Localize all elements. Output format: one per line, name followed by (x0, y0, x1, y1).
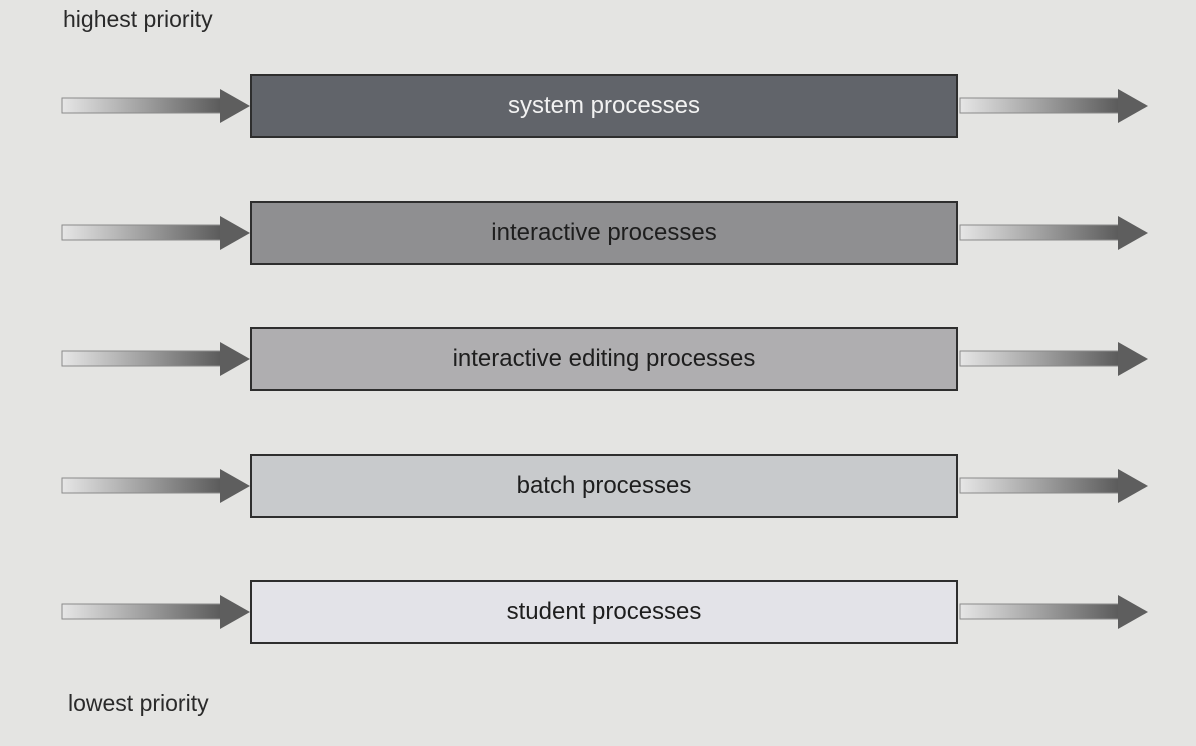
output-arrow-icon (958, 467, 1148, 510)
input-arrow-icon (60, 340, 250, 383)
queue-row: student processes (0, 580, 1196, 644)
queue-label: interactive processes (491, 219, 717, 246)
queue-row: interactive processes (0, 201, 1196, 265)
queue-row: batch processes (0, 454, 1196, 518)
lowest-priority-label: lowest priority (68, 690, 209, 716)
output-arrow-icon (958, 340, 1148, 383)
output-arrow-icon (958, 214, 1148, 257)
queue-box: batch processes (250, 454, 958, 518)
queue-box: system processes (250, 74, 958, 138)
queue-box: student processes (250, 580, 958, 644)
queue-row: interactive editing processes (0, 327, 1196, 391)
queue-label: interactive editing processes (452, 345, 756, 372)
queue-box: interactive processes (250, 201, 958, 265)
queue-box: interactive editing processes (250, 327, 958, 391)
queue-label: system processes (507, 92, 701, 119)
input-arrow-icon (60, 87, 250, 130)
output-arrow-icon (958, 593, 1148, 636)
input-arrow-icon (60, 467, 250, 510)
output-arrow-icon (958, 87, 1148, 130)
queue-label: batch processes (516, 472, 692, 499)
highest-priority-label: highest priority (63, 6, 213, 32)
input-arrow-icon (60, 593, 250, 636)
input-arrow-icon (60, 214, 250, 257)
queue-label: student processes (506, 598, 702, 625)
queue-row: system processes (0, 74, 1196, 138)
